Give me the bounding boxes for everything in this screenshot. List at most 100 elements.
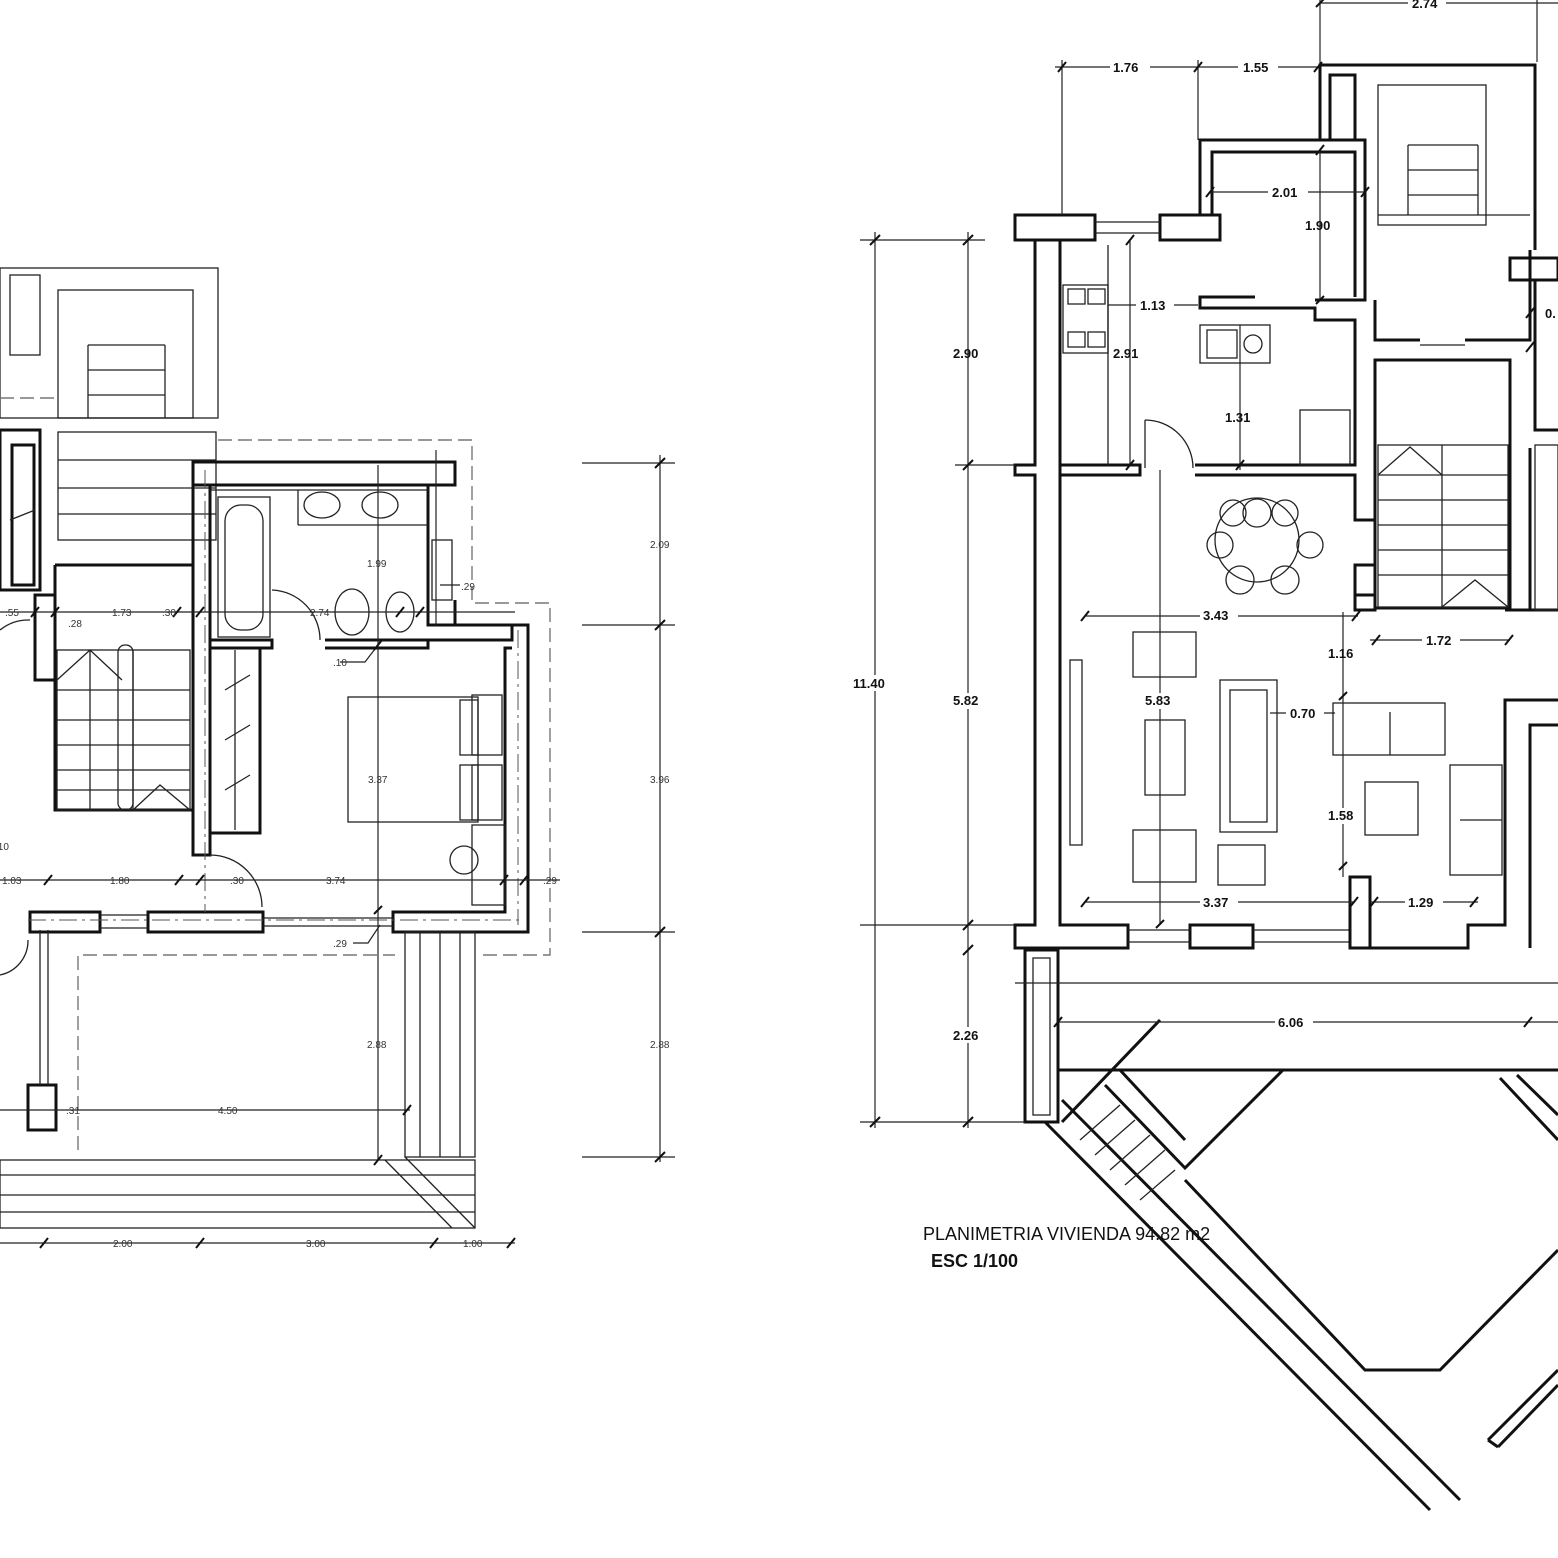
- left-terrace-tiles: [0, 931, 476, 1229]
- dim-label: 5.83: [1145, 693, 1170, 708]
- dimension-tick: [43, 874, 53, 886]
- dim-label: 2.26: [953, 1028, 978, 1043]
- dimension-tick: [1315, 0, 1325, 8]
- dim-label: 0.: [1545, 306, 1556, 321]
- dimension-tick: [1525, 307, 1535, 319]
- drawing-line: [1144, 419, 1194, 469]
- dimension-line: [353, 924, 381, 944]
- dim-label: .10: [0, 842, 9, 853]
- dim-label: 1.72: [1426, 633, 1451, 648]
- left-stairs: [56, 644, 191, 811]
- dimension-tick: [373, 1154, 383, 1166]
- chair-icon: [1206, 531, 1234, 559]
- drawing-line: [56, 649, 123, 681]
- plan-title-block: PLANIMETRIA VIVIENDA 94.82 m2 ESC 1/100: [923, 1224, 1210, 1271]
- dimension-tick: [962, 1116, 974, 1128]
- right-kitchen: [1062, 245, 1351, 469]
- wall-line: [28, 910, 102, 934]
- dim-label: 2.91: [1113, 346, 1138, 361]
- dim-label: 2.88: [650, 1040, 670, 1051]
- label-mask: [850, 675, 895, 691]
- label-mask: [950, 693, 988, 709]
- drawing-line: [384, 1159, 453, 1229]
- wall-line: [26, 1083, 58, 1132]
- dim-label: 1.73: [112, 608, 132, 619]
- dim-label: 1.16: [1328, 646, 1353, 661]
- label-mask: [1238, 60, 1278, 74]
- dim-label: 2.00: [113, 1239, 133, 1250]
- wall-line: [208, 646, 262, 835]
- right-dimension-labels: 2.74 1.76 1.55 2.01 1.90 1.13 2.91 2.90 …: [850, 0, 1556, 1043]
- right-living-furniture: [1069, 631, 1503, 886]
- dim-label: 1.31: [1225, 410, 1250, 425]
- dimension-line: [340, 644, 379, 663]
- dim-label: 1.55: [1243, 60, 1268, 75]
- label-mask: [1422, 633, 1460, 647]
- wall-line: [1043, 1120, 1432, 1512]
- double-bed: [347, 696, 479, 823]
- left-bathroom: [210, 489, 453, 641]
- label-mask: [1143, 693, 1179, 709]
- dim-label: 1.03: [2, 876, 22, 887]
- sink-icon: [361, 491, 399, 519]
- dimension-tick: [195, 606, 205, 618]
- dimension-tick: [1235, 459, 1245, 471]
- dim-label: 2.88: [367, 1040, 387, 1051]
- dim-label: 3.96: [650, 775, 670, 786]
- drawing-line: [9, 274, 41, 356]
- wall-line: [1486, 1368, 1558, 1449]
- dim-label: .10: [333, 658, 347, 669]
- dimension-tick: [1369, 896, 1379, 908]
- label-mask: [1275, 1015, 1313, 1029]
- dim-label: .30: [162, 608, 176, 619]
- dimension-tick: [1504, 634, 1514, 646]
- dimension-tick: [1125, 234, 1135, 246]
- wall-line: [1060, 463, 1142, 477]
- wall-line: [1498, 1073, 1558, 1142]
- drawing-line: [1032, 957, 1051, 1116]
- dimension-tick: [373, 639, 383, 651]
- sofa-icon: [1332, 702, 1446, 756]
- drawing-line: [1079, 1104, 1121, 1141]
- wall-line: [1533, 280, 1558, 432]
- right-stairs: [1377, 84, 1558, 611]
- left-floor-plan: 2.09 3.96 2.88 1.99 .29 .55 1.73 .30 2.7…: [0, 267, 675, 1250]
- coffee-table: [1364, 781, 1419, 836]
- fridge-icon: [1299, 409, 1351, 466]
- drawing-line: [1109, 1134, 1151, 1171]
- dimension-tick: [962, 919, 974, 931]
- dimension-tick: [373, 905, 383, 915]
- dimension-tick: [39, 1237, 49, 1249]
- wall-line: [1528, 723, 1558, 948]
- drawing-line: [0, 1159, 476, 1229]
- dim-label: 2.01: [1272, 185, 1297, 200]
- right-floor-plan: 2.74 1.76 1.55 2.01 1.90 1.13 2.91 2.90 …: [850, 0, 1558, 1512]
- dimension-tick: [519, 874, 529, 886]
- armchair-icon: [1132, 829, 1197, 883]
- dimension-tick: [654, 926, 666, 938]
- coffee-table: [1144, 719, 1186, 796]
- stove-burner-icon: [1067, 331, 1086, 348]
- dim-label: 6.06: [1278, 1015, 1303, 1030]
- left-closet: [9, 509, 251, 830]
- dimension-tick: [1338, 861, 1348, 871]
- dim-label: 2.09: [650, 540, 670, 551]
- chair-icon: [1296, 531, 1324, 559]
- dimension-tick: [1523, 1016, 1533, 1028]
- dimension-tick: [1360, 186, 1370, 198]
- drawing-line: [0, 619, 31, 631]
- dim-label: 2.90: [953, 346, 978, 361]
- dimension-tick: [654, 619, 666, 631]
- dim-label: .29: [543, 876, 557, 887]
- label-mask: [1200, 895, 1238, 909]
- dimension-tick: [1351, 610, 1361, 622]
- bathtub: [217, 496, 271, 638]
- dimension-tick: [30, 606, 40, 618]
- drawing-line: [57, 289, 194, 419]
- wall-line: [1183, 1178, 1558, 1372]
- wall-line: [1060, 1018, 1162, 1124]
- drawing-line: [471, 764, 503, 821]
- dim-label: 11.40: [853, 676, 885, 691]
- dim-label: 3.37: [1203, 895, 1228, 910]
